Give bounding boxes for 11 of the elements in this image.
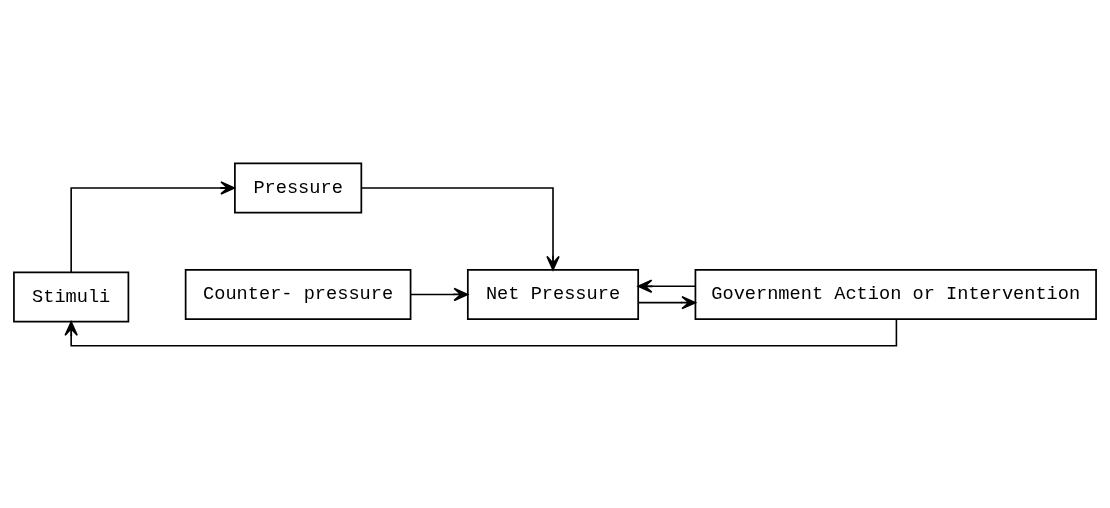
node-box: Counter- pressure: [184, 268, 412, 320]
node-box: Stimuli: [13, 271, 130, 323]
arrow: [637, 278, 697, 293]
arrow: [64, 318, 898, 346]
node-box: Pressure: [234, 161, 363, 213]
node-box: Net Pressure: [466, 268, 640, 320]
arrow: [70, 180, 236, 273]
node-box: Government Action or Intervention: [694, 268, 1097, 320]
arrow: [360, 186, 560, 271]
arrow: [409, 287, 469, 301]
arrow: [637, 295, 697, 309]
